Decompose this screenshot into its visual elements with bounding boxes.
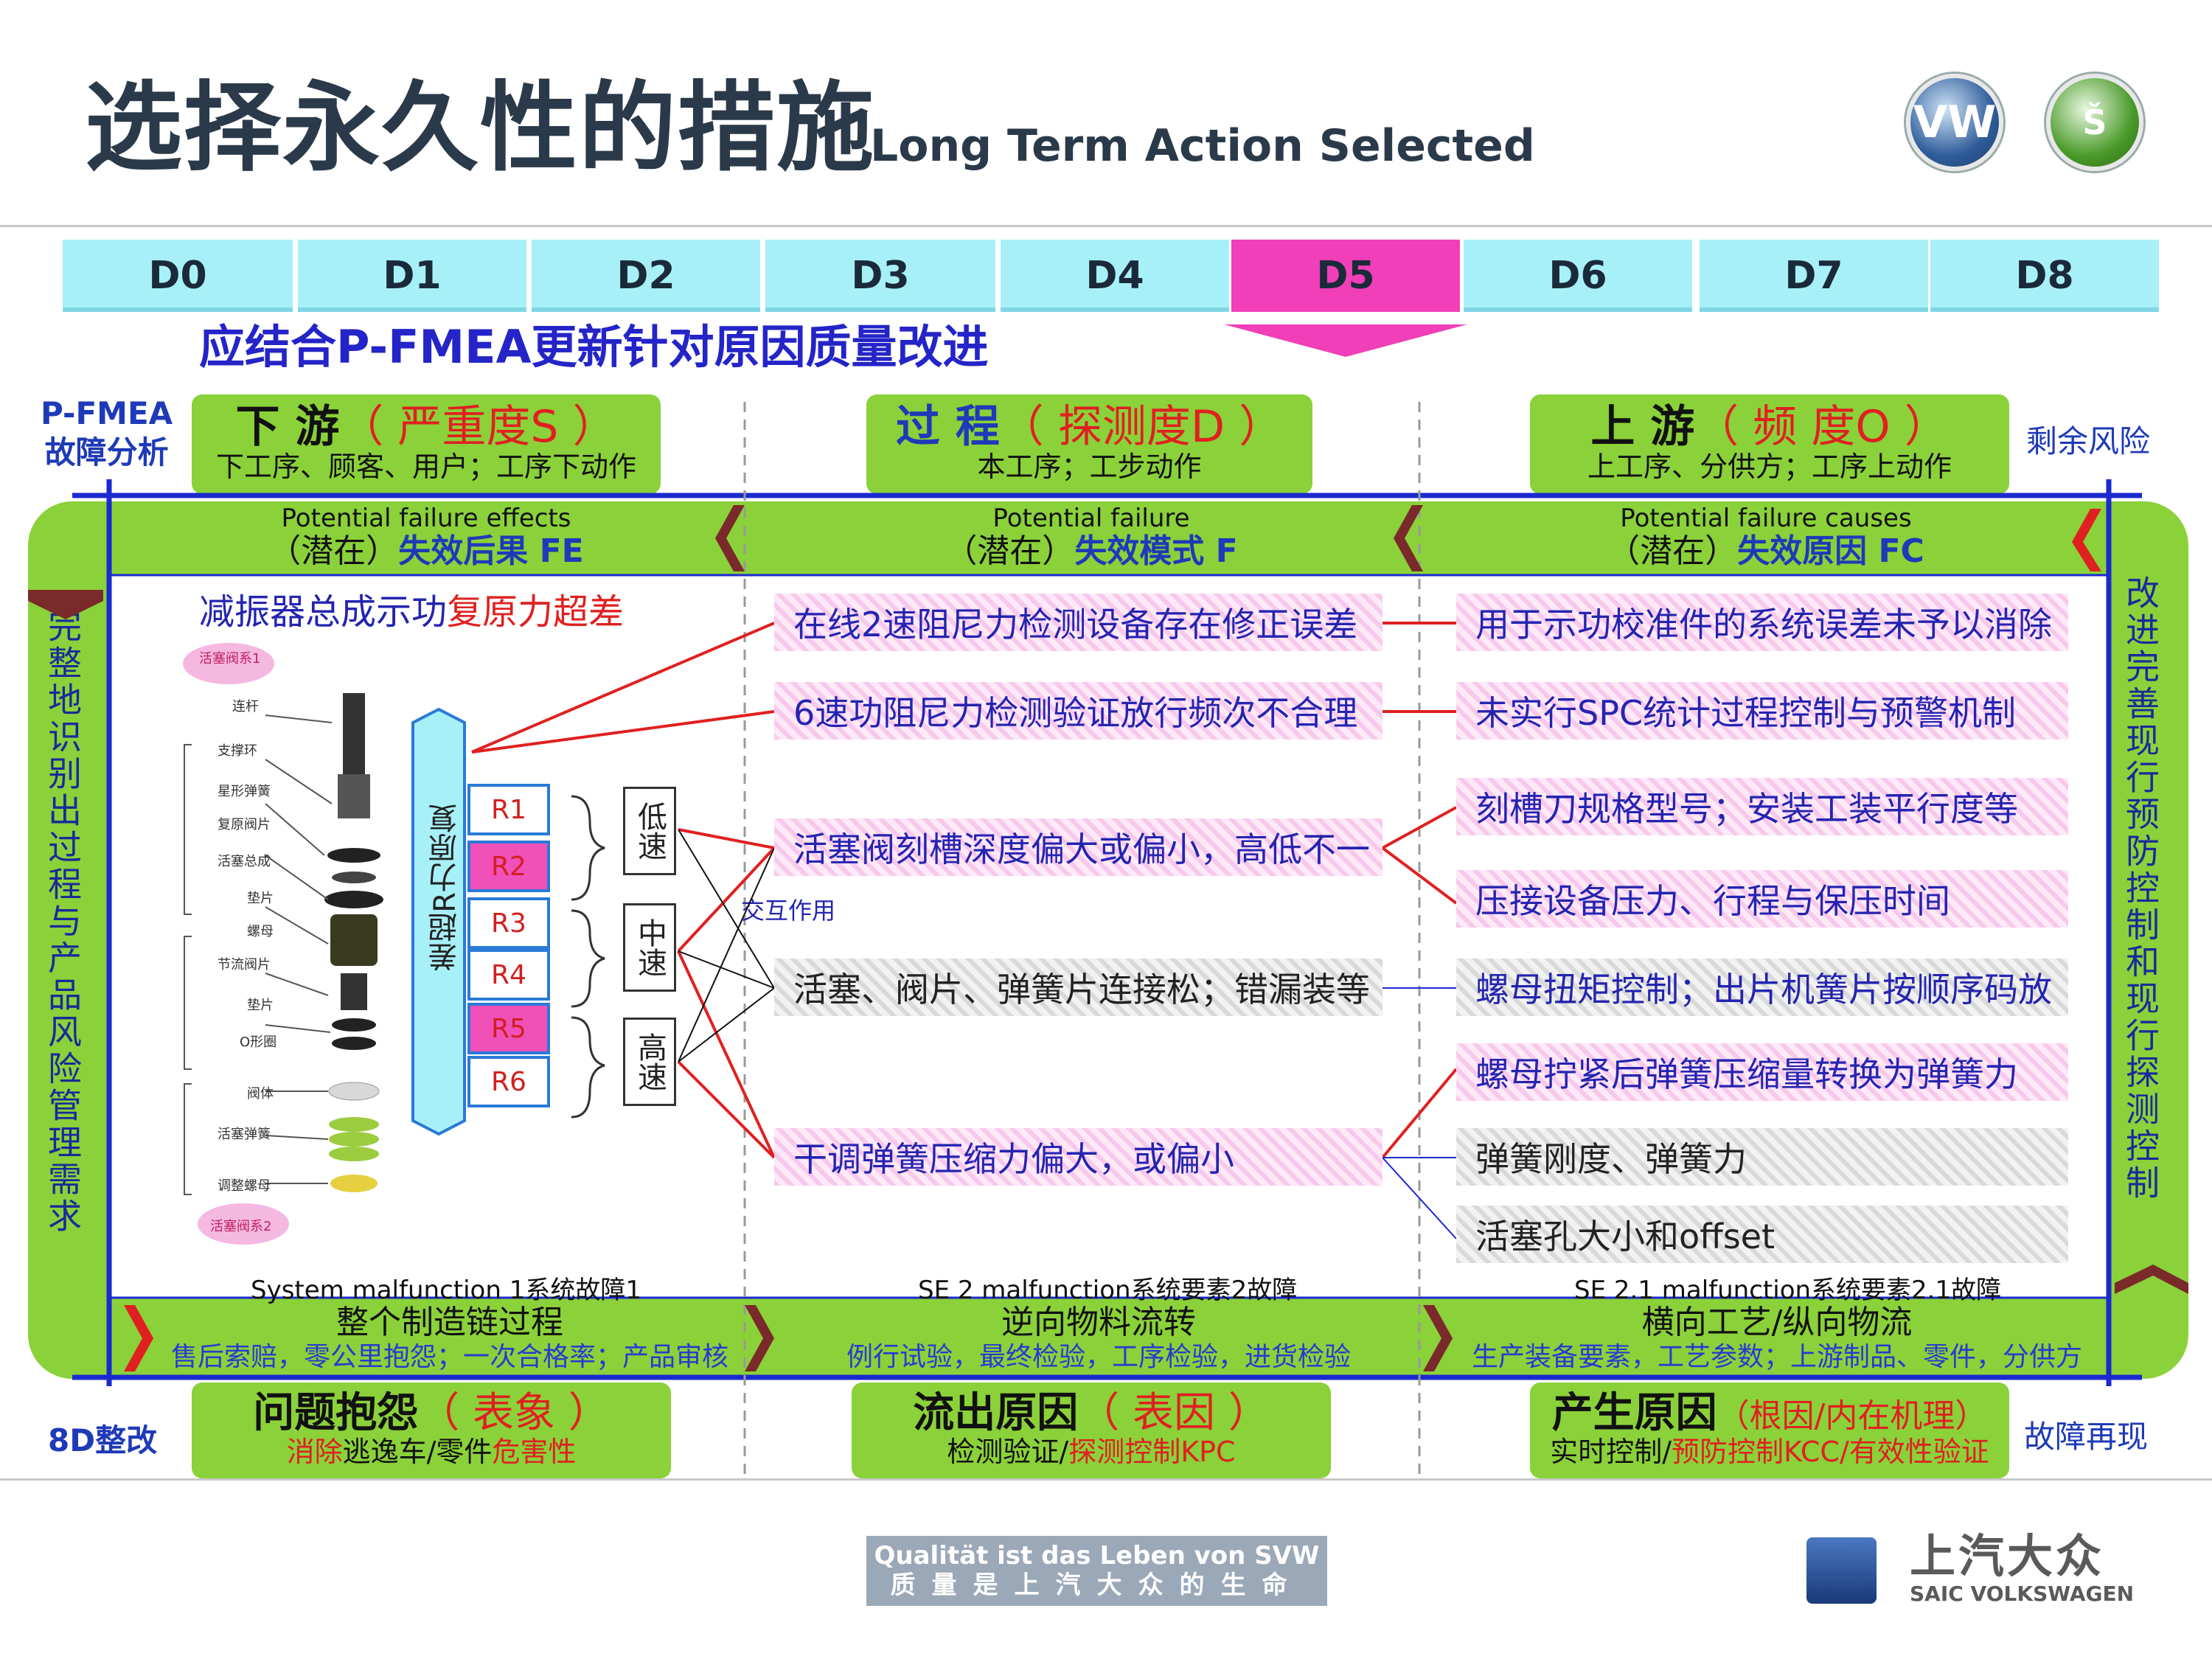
speed-braces xyxy=(571,795,605,1119)
part-label: 调整螺母 xyxy=(218,1178,271,1194)
r5-box: R5 xyxy=(467,1003,550,1054)
system-malfunction-label: System malfunction 1系统故障1 xyxy=(251,1276,641,1305)
mode-item: 干调弹簧压缩力偏大，或偏小 xyxy=(774,1128,1382,1186)
cause-item: 活塞孔大小和offset xyxy=(1456,1206,2068,1263)
r3-box: R3 xyxy=(467,897,550,949)
part-label: 活塞弹簧 xyxy=(218,1127,271,1142)
part-label: 星形弹簧 xyxy=(218,784,271,799)
tab-d4[interactable]: D4 xyxy=(1001,240,1229,315)
part-label: 螺母 xyxy=(247,924,274,939)
subtitle: 应结合P-FMEA更新针对原因质量改进 xyxy=(199,320,989,374)
brand-name-en: SAIC VOLKSWAGEN xyxy=(1910,1582,2135,1606)
tab-d0[interactable]: D0 xyxy=(63,240,293,315)
r2-box: R2 xyxy=(467,841,550,892)
header-divider xyxy=(0,225,2212,227)
flow-chain: 整个制造链过程售后索赔，零公里抱怨；一次合格率；产品审核 xyxy=(170,1304,728,1372)
part-label: 阀体 xyxy=(247,1086,274,1102)
low-speed-box: 低速 xyxy=(623,787,676,875)
origin-box: 产生原因（根因/内在机理） 实时控制/预防控制KCC/有效性验证 xyxy=(1530,1382,2009,1478)
damper-parts-image xyxy=(183,643,383,1245)
residual-risk-label: 剩余风险 xyxy=(2026,423,2151,459)
brand-name-cn: 上汽大众 xyxy=(1910,1529,2105,1583)
downstream-box: 下 游（ 严重度S ） 下工序、顾客、用户；工序下动作 xyxy=(192,394,661,494)
flow-reverse: 逆向物料流转例行试验，最终检验，工序检验，进货检验 xyxy=(846,1304,1351,1372)
footer-divider xyxy=(0,1478,2212,1481)
problem-box: 问题抱怨（ 表象 ） 消除逃逸车/零件危害性 xyxy=(192,1382,671,1478)
part-label-piston-valve2: 活塞阀系2 xyxy=(210,1219,272,1234)
part-label-piston-valve1: 活塞阀系1 xyxy=(199,651,261,667)
effects-header: Potential failure effects （潜在）失效后果 FE xyxy=(268,503,584,571)
outflow-box: 流出原因（ 表因 ） 检测验证/探测控制KPC xyxy=(852,1382,1331,1478)
causes-header: Potential failure causes （潜在）失效原因 FC xyxy=(1607,503,1924,571)
quality-slogan: Qualität ist das Leben von SVW 质量是上汽大众的生… xyxy=(866,1536,1327,1606)
part-label: 复原阀片 xyxy=(218,817,271,832)
cause-item: 弹簧刚度、弹簧力 xyxy=(1456,1128,2068,1186)
8d-label: 8D整改 xyxy=(48,1422,158,1458)
high-speed-box: 高速 xyxy=(623,1018,676,1106)
mode-item: 活塞、阀片、弹簧片连接松；错漏装等 xyxy=(774,959,1382,1016)
page-title-en: Long Term Action Selected xyxy=(870,120,1535,172)
se2-malfunction-label: SE 2 malfunction系统要素2故障 xyxy=(918,1276,1298,1305)
tab-d1[interactable]: D1 xyxy=(298,240,526,315)
right-vertical-text: 改进完善现行预防控制和现行探测控制 xyxy=(2121,575,2160,1202)
tab-d2[interactable]: D2 xyxy=(532,240,760,315)
mode-item: 6速功阻尼力检测验证放行频次不合理 xyxy=(774,682,1382,740)
part-label: 连杆 xyxy=(232,699,259,714)
failure-reproduce-label: 故障再现 xyxy=(2024,1419,2149,1455)
cause-item: 压接设备压力、行程与保压时间 xyxy=(1456,870,2068,928)
page-title: 选择永久性的措施 xyxy=(85,72,875,185)
part-label: O形圈 xyxy=(240,1034,277,1050)
interaction-label: 交互作用 xyxy=(741,897,836,925)
process-box: 过 程（ 探测度D ） 本工序；工步动作 xyxy=(866,394,1312,494)
saic-vw-logo xyxy=(1806,1537,1877,1604)
flow-lateral: 横向工艺/纵向物流生产装备要素，工艺参数；上游制品、零件，分供方 xyxy=(1471,1304,2082,1372)
r6-box: R6 xyxy=(467,1056,550,1107)
left-vertical-text: 完整地识别出过程与产品风险管理需求 xyxy=(43,608,83,1235)
part-label: 活塞总成 xyxy=(218,854,271,869)
mode-item: 活塞阀刻槽深度偏大或偏小，高低不一 xyxy=(774,818,1382,876)
mid-speed-box: 中速 xyxy=(623,903,676,992)
mode-header: Potential failure （潜在）失效模式 F xyxy=(945,503,1238,571)
vw-logo: VW xyxy=(1906,74,2003,171)
upstream-box: 上 游（ 频 度O ） 上工序、分供方；工序上动作 xyxy=(1530,394,2009,494)
tab-d3[interactable]: D3 xyxy=(765,240,995,315)
rebound-force-bar xyxy=(411,708,466,1135)
cause-item: 未实行SPC统计过程控制与预警机制 xyxy=(1456,682,2068,740)
active-tab-pointer xyxy=(1224,324,1467,357)
r4-box: R4 xyxy=(467,949,550,1001)
tab-d5[interactable]: D5 xyxy=(1231,240,1460,315)
skoda-logo: Š xyxy=(2046,74,2143,171)
r1-box: R1 xyxy=(467,784,550,835)
part-label: 垫片 xyxy=(247,998,274,1013)
part-label: 垫片 xyxy=(247,891,274,906)
cause-item: 用于示功校准件的系统误差未予以消除 xyxy=(1456,594,2068,651)
cause-item: 刻槽刀规格型号；安装工装平行度等 xyxy=(1456,778,2068,835)
part-label: 节流阀片 xyxy=(218,957,271,973)
se21-malfunction-label: SE 2.1 malfunction系统要素2.1故障 xyxy=(1574,1276,2002,1305)
mode-item: 在线2速阻尼力检测设备存在修正误差 xyxy=(774,594,1382,651)
tab-d6[interactable]: D6 xyxy=(1464,240,1692,315)
cause-item: 螺母扭矩控制；出片机簧片按顺序码放 xyxy=(1456,959,2068,1016)
tab-d7[interactable]: D7 xyxy=(1700,240,1928,315)
part-label: 支撑环 xyxy=(218,743,257,759)
cause-item: 螺母拧紧后弹簧压缩量转换为弹簧力 xyxy=(1456,1043,2068,1101)
effect-text: 减振器总成示功复原力超差 xyxy=(199,591,625,633)
tab-d8[interactable]: D8 xyxy=(1930,240,2159,315)
